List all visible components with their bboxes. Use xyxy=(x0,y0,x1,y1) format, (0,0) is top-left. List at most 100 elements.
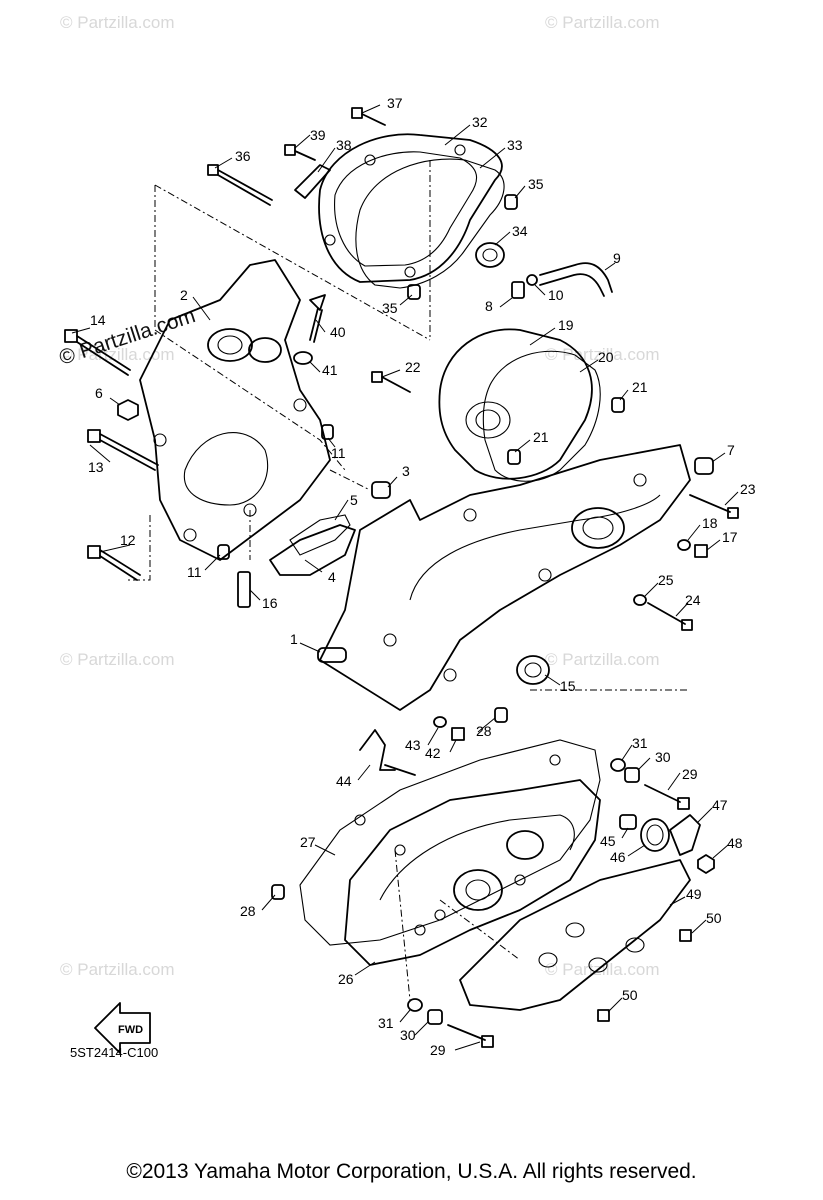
bolt-part-29 xyxy=(447,784,690,1048)
callout-39: 39 xyxy=(310,127,326,143)
crankcase-right-part-1 xyxy=(317,444,691,711)
callout-20: 20 xyxy=(598,349,614,365)
bolt-part-13 xyxy=(87,429,159,471)
copyright-footer: ©2013 Yamaha Motor Corporation, U.S.A. A… xyxy=(126,1160,697,1183)
callout-43: 43 xyxy=(405,737,421,753)
watermark: © Partzilla.com xyxy=(545,960,660,979)
gasket-part-27 xyxy=(299,739,601,946)
bolt-part-17 xyxy=(694,544,708,558)
callout-15: 15 xyxy=(560,678,576,694)
alignment-lines xyxy=(125,160,690,1001)
bracket-part-38 xyxy=(294,164,331,199)
callout-31b: 31 xyxy=(378,1015,394,1031)
callout-44: 44 xyxy=(336,773,352,789)
washer-part-43 xyxy=(433,716,447,728)
crankcase-cover-part-32 xyxy=(318,133,503,283)
callout-9: 9 xyxy=(613,250,621,266)
callout-23: 23 xyxy=(740,481,756,497)
callout-5: 5 xyxy=(350,492,358,508)
callout-1: 1 xyxy=(290,631,298,647)
washer-part-31 xyxy=(407,758,626,1012)
callout-41: 41 xyxy=(322,362,338,378)
callout-14: 14 xyxy=(90,312,106,328)
callout-28b: 28 xyxy=(240,903,256,919)
callout-17: 17 xyxy=(722,529,738,545)
bolt-part-22 xyxy=(371,371,411,393)
fwd-arrow-icon: FWD xyxy=(94,1002,151,1054)
o-ring-part-41 xyxy=(293,351,313,365)
callout-48: 48 xyxy=(727,835,743,851)
dowel-part-28 xyxy=(271,707,508,900)
callout-49: 49 xyxy=(686,886,702,902)
callout-38: 38 xyxy=(336,137,352,153)
callout-50: 50 xyxy=(706,910,722,926)
callout-8: 8 xyxy=(485,298,493,314)
callout-6: 6 xyxy=(95,385,103,401)
callout-21: 21 xyxy=(632,379,648,395)
callout-36: 36 xyxy=(235,148,251,164)
lever-part-44 xyxy=(359,729,416,776)
watermark: © Partzilla.com xyxy=(60,960,175,979)
bolt-part-14 xyxy=(64,329,131,376)
callout-35b: 35 xyxy=(382,300,398,316)
watermarks: © Partzilla.com © Partzilla.com © Partzi… xyxy=(56,13,659,979)
callout-28: 28 xyxy=(476,723,492,739)
watermark: © Partzilla.com xyxy=(545,13,660,32)
bolt-part-39 xyxy=(284,144,316,161)
dipstick-part-40 xyxy=(309,294,326,343)
callout-50b: 50 xyxy=(622,987,638,1003)
fitting-part-8 xyxy=(511,281,525,299)
washer-part-25 xyxy=(633,594,647,606)
callout-35: 35 xyxy=(528,176,544,192)
callout-37: 37 xyxy=(387,95,403,111)
spring-part-46 xyxy=(640,818,670,852)
callout-11b: 11 xyxy=(187,564,202,580)
callout-16: 16 xyxy=(262,595,278,611)
watermark: © Partzilla.com xyxy=(545,650,660,669)
bolt-part-23 xyxy=(689,494,739,519)
callout-25: 25 xyxy=(658,572,674,588)
callout-40: 40 xyxy=(330,324,346,340)
part-code: 5ST2414-C100 xyxy=(70,1045,158,1060)
crankcase-left-part-2 xyxy=(139,259,331,561)
pin-part-16 xyxy=(237,571,251,608)
bolt-part-50 xyxy=(597,929,692,1022)
bolt-part-12 xyxy=(87,545,141,581)
washer-part-18 xyxy=(677,539,691,551)
callout-26: 26 xyxy=(338,971,354,987)
bolt-part-24 xyxy=(647,602,693,631)
callout-30b: 30 xyxy=(400,1027,416,1043)
shield-part-49 xyxy=(459,859,691,1011)
callout-33: 33 xyxy=(507,137,523,153)
callout-47: 47 xyxy=(712,797,728,813)
callout-19: 19 xyxy=(558,317,574,333)
callout-29b: 29 xyxy=(430,1042,446,1058)
nut-part-6 xyxy=(117,399,139,421)
nut-part-48 xyxy=(697,854,715,874)
hose-part-9 xyxy=(539,262,613,297)
callout-21b: 21 xyxy=(533,429,549,445)
cover-part-19 xyxy=(438,328,593,480)
leader-lines xyxy=(71,104,739,1051)
fwd-label: FWD xyxy=(118,1024,143,1036)
callout-12: 12 xyxy=(120,532,136,548)
callout-46: 46 xyxy=(610,849,626,865)
callout-2: 2 xyxy=(180,287,188,303)
bolt-part-42 xyxy=(451,727,465,741)
callout-18: 18 xyxy=(702,515,718,531)
spacer-part-45 xyxy=(619,814,637,830)
callout-4: 4 xyxy=(328,569,336,585)
callout-22: 22 xyxy=(405,359,421,375)
clip-part-10 xyxy=(526,274,538,286)
gasket-part-5 xyxy=(289,514,351,556)
oil-seal-part-34 xyxy=(475,242,505,268)
watermark: © Partzilla.com xyxy=(60,650,175,669)
callout-10: 10 xyxy=(548,287,564,303)
spacer-part-30 xyxy=(427,767,640,1025)
watermark: © Partzilla.com xyxy=(60,13,175,32)
oil-seal-part-15 xyxy=(516,655,550,685)
dowel-part-21 xyxy=(507,397,625,465)
callout-13: 13 xyxy=(88,459,104,475)
gasket-part-20 xyxy=(482,350,601,482)
